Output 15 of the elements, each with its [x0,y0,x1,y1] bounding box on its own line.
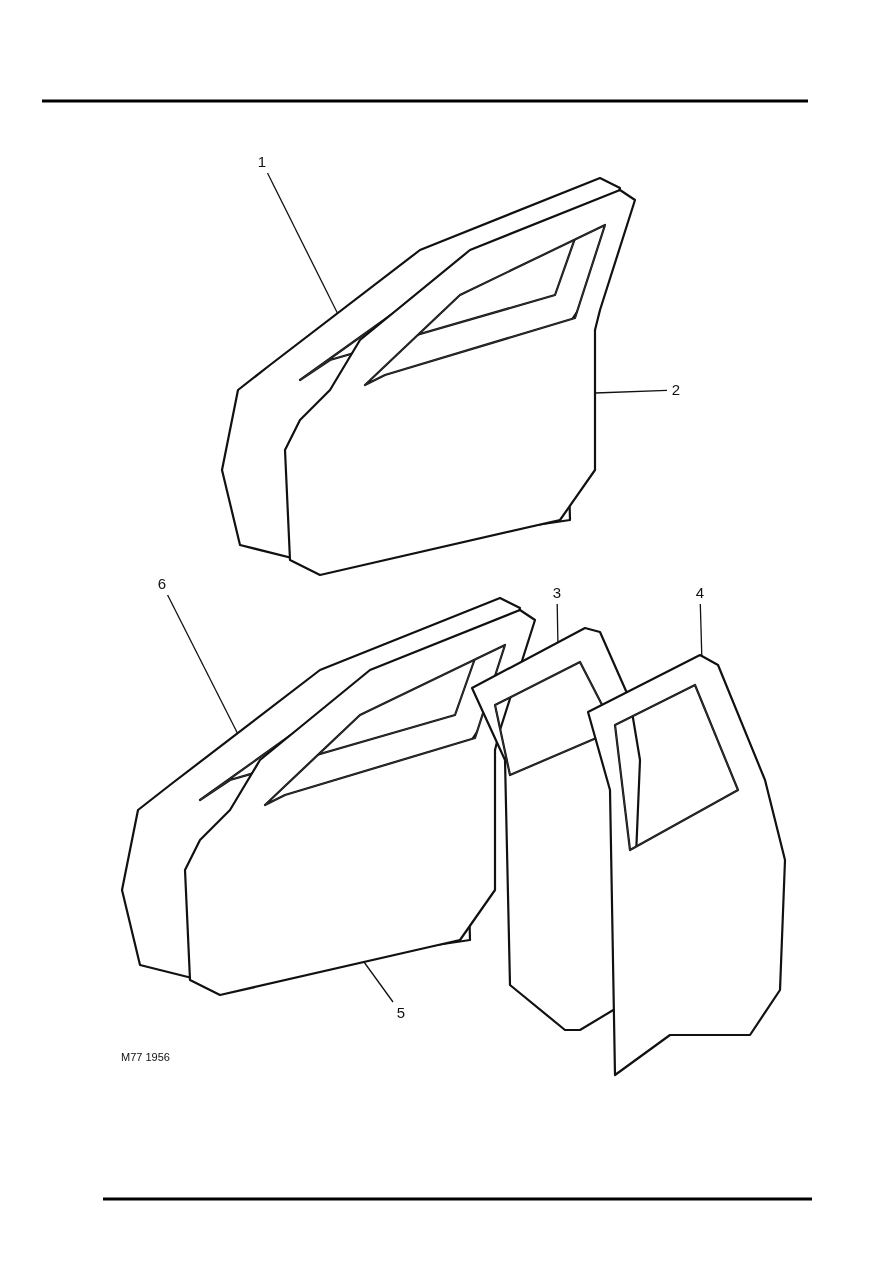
callout-number: 4 [692,583,708,603]
callout-number: 5 [393,1003,409,1023]
leader-line [266,172,339,314]
leader-line [556,603,559,644]
front-door-drawing [283,188,637,577]
callout-number: 6 [154,574,170,594]
figure-code: M77 1956 [121,1051,170,1063]
callout-number: 2 [668,380,684,400]
rear-door-drawing [586,653,787,1077]
callout-number: 3 [549,583,565,603]
leader-line [699,603,703,657]
leader-line [166,594,239,734]
leader-line [363,961,394,1003]
callout-number: 1 [254,152,270,172]
leader-line [594,389,668,394]
